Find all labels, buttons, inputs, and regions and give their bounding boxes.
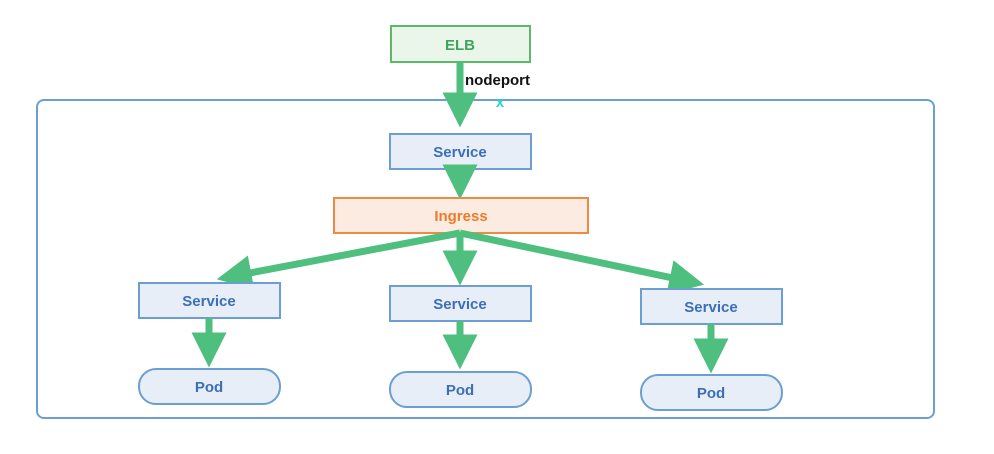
elb-label: ELB	[445, 37, 475, 54]
pod-2-label: Pod	[446, 382, 474, 399]
service-node-2[interactable]	[389, 285, 532, 322]
ingress-to-service-1-arrow	[216, 229, 461, 290]
ingress-to-service-3-arrow	[459, 229, 705, 295]
service-1-label: Service	[182, 293, 235, 310]
pod-node-2[interactable]	[389, 371, 532, 408]
nodeport-label: nodeport	[465, 72, 530, 89]
top-service-label: Service	[433, 144, 486, 161]
service-2-label: Service	[433, 296, 486, 313]
ingress-node[interactable]	[333, 197, 589, 234]
pod-node-3[interactable]	[640, 374, 783, 411]
ingress-label: Ingress	[434, 208, 487, 225]
top-service-node[interactable]	[389, 133, 532, 170]
service-3-label: Service	[684, 299, 737, 316]
pod-1-label: Pod	[195, 379, 223, 396]
pod-node-1[interactable]	[138, 368, 281, 405]
pod-3-label: Pod	[697, 385, 725, 402]
blocked-x-marker: x	[496, 94, 505, 111]
cluster-boundary	[36, 99, 935, 419]
